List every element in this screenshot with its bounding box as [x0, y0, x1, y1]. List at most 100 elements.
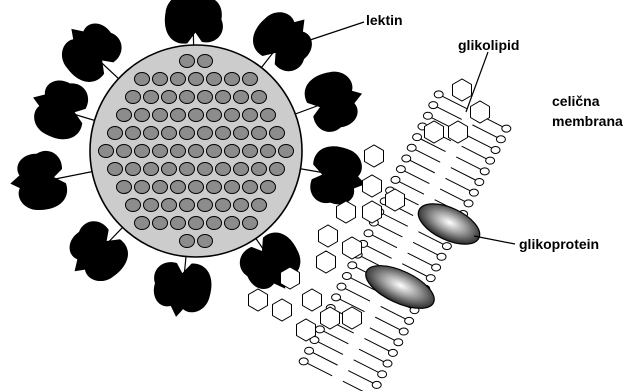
surface-dot — [188, 180, 204, 194]
surface-dot — [197, 162, 213, 176]
surface-dot — [125, 126, 141, 140]
surface-dot — [179, 162, 195, 176]
lipid-tail — [353, 359, 383, 375]
surface-dot — [215, 126, 231, 140]
surface-dot — [116, 180, 132, 194]
surface-dot — [143, 90, 159, 104]
surface-dot — [143, 198, 159, 212]
lipid-tail — [406, 158, 435, 174]
lectin-blob — [61, 23, 122, 82]
surface-dot — [224, 144, 240, 158]
lipid-head — [412, 133, 423, 142]
lectin-blob — [10, 150, 68, 211]
sugar-hexagon — [470, 100, 490, 124]
lipid-head — [387, 348, 398, 357]
lipid-head — [431, 263, 442, 272]
glycolipid-leader-line — [465, 51, 489, 113]
lipid-tail — [439, 188, 469, 204]
sugar-hexagon — [364, 144, 384, 168]
surface-dot — [98, 144, 114, 158]
surface-dot — [125, 162, 141, 176]
glycoprotein-upper — [417, 203, 481, 245]
lipid-head — [382, 359, 393, 368]
lipid-tail — [402, 263, 431, 279]
surface-dot — [233, 90, 249, 104]
lipid-tail — [450, 167, 480, 183]
sugar-hexagon — [280, 266, 300, 290]
lipid-tail — [335, 296, 365, 313]
lipid-head — [436, 252, 447, 261]
lipid-tail — [346, 275, 376, 291]
surface-dot — [179, 126, 195, 140]
surface-dot — [242, 180, 258, 194]
lipid-tail — [342, 380, 364, 391]
lipid-tail — [411, 147, 441, 163]
lipid-head — [479, 167, 490, 176]
surface-dot — [251, 162, 267, 176]
surface-dot — [116, 108, 132, 122]
surface-dot — [242, 216, 258, 230]
surface-dot — [269, 126, 285, 140]
surface-dot — [179, 54, 195, 68]
surface-dot — [224, 108, 240, 122]
surface-dot — [116, 144, 132, 158]
lipid-tail — [472, 124, 502, 140]
lectin-label: lektin — [366, 12, 403, 28]
lipid-tail — [373, 222, 403, 238]
lipid-tail — [438, 93, 468, 110]
surface-dot — [125, 90, 141, 104]
surface-dot — [242, 144, 258, 158]
surface-dot — [170, 180, 186, 194]
lipid-tail — [368, 232, 398, 249]
sugar-hexagon — [316, 250, 336, 274]
sugar-hexagon — [385, 188, 405, 212]
surface-dot — [188, 72, 204, 86]
surface-dot — [161, 162, 177, 176]
surface-dot — [197, 234, 213, 248]
surface-dot — [179, 90, 195, 104]
lipid-tail — [362, 243, 392, 259]
surface-dot — [197, 198, 213, 212]
lipid-tail — [369, 327, 399, 343]
sugar-hexagon — [448, 120, 468, 144]
membrane-label-line1: celična — [552, 93, 600, 109]
lipid-tail — [456, 156, 485, 172]
sugar-hexagon — [342, 306, 362, 330]
lipid-head — [404, 316, 415, 325]
surface-dot — [278, 144, 294, 158]
lipid-head — [425, 274, 436, 283]
lipid-head — [474, 178, 485, 186]
lectin-blob — [153, 262, 212, 317]
lipid-head — [401, 154, 412, 163]
surface-dot — [260, 180, 276, 194]
surface-dot — [152, 144, 168, 158]
surface-dot — [206, 216, 222, 230]
surface-dot — [152, 72, 168, 86]
lipid-head — [331, 293, 342, 302]
lipid-tail — [445, 177, 475, 194]
lipid-head — [428, 101, 439, 110]
glycoprotein-leader-line — [473, 235, 516, 245]
surface-dot — [242, 108, 258, 122]
surface-dot — [134, 144, 150, 158]
sugar-hexagon — [248, 288, 268, 312]
surface-dot — [260, 144, 276, 158]
membrane-label-line2: membrana — [552, 113, 623, 129]
lectin-blob — [253, 12, 312, 72]
sugar-hexagon — [302, 288, 322, 312]
sugar-hexagon — [452, 78, 472, 102]
lipid-tail — [364, 338, 394, 354]
surface-dot — [224, 180, 240, 194]
glycoprotein-lower — [365, 265, 435, 309]
surface-dot — [206, 180, 222, 194]
lipid-tail — [358, 348, 388, 365]
surface-dot — [215, 162, 231, 176]
lipid-head — [422, 111, 433, 120]
lipid-tail — [319, 328, 349, 345]
lipid-head — [377, 370, 388, 379]
surface-dot — [134, 72, 150, 86]
surface-dot — [197, 90, 213, 104]
sugar-hexagon — [362, 174, 382, 198]
lipid-head — [371, 380, 382, 389]
